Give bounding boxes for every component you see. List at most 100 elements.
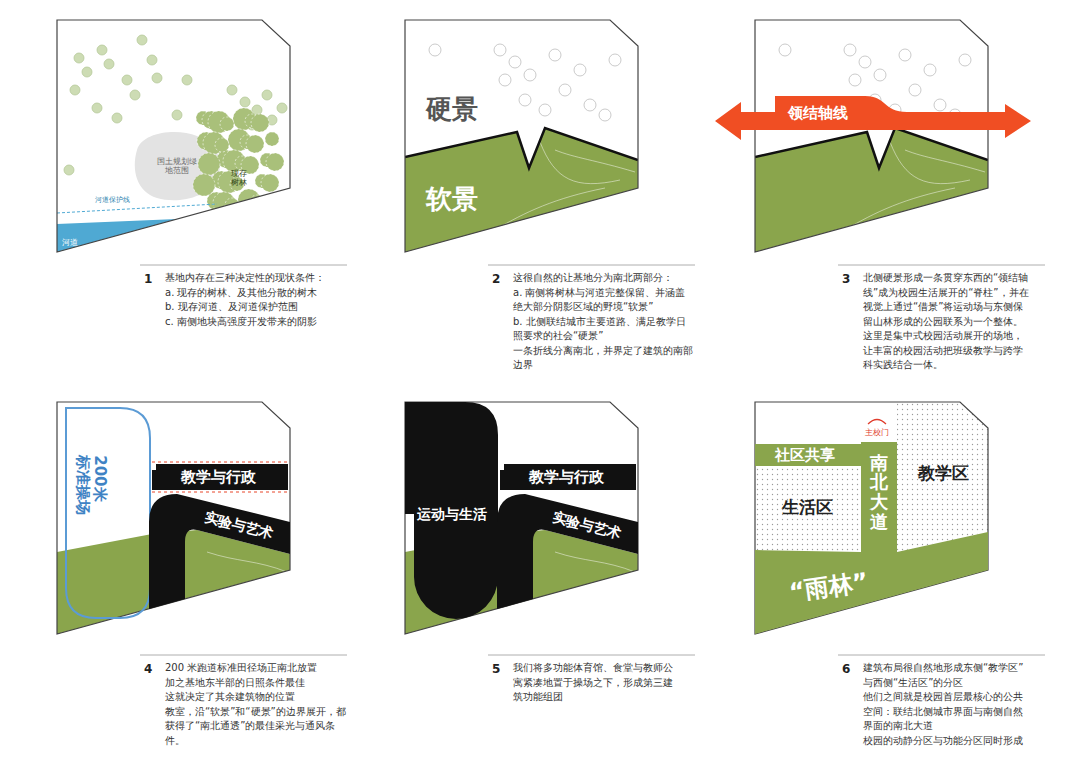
teaching-zone	[897, 402, 988, 552]
tree	[64, 165, 74, 175]
contour-line	[555, 150, 635, 172]
site-outline	[405, 402, 638, 634]
axis-arrow: 领结轴线	[715, 90, 1031, 142]
node-label: 社区共享	[775, 447, 835, 464]
alignment-line	[152, 462, 290, 463]
tree-outline	[609, 54, 621, 66]
caption-text: a. 南侧将树林与河道完整保留、并涵盖绝大部分阴影区域的野境“软景”	[513, 286, 695, 315]
axis-arrow-outline	[715, 96, 1031, 140]
tree-outline	[549, 49, 561, 61]
tree	[137, 35, 147, 45]
contour-line	[905, 150, 985, 172]
caption-text: b. 北侧联结城市主要道路、满足教学日照要求的社会“硬景”	[513, 315, 695, 344]
fold-line	[405, 128, 638, 168]
caption-rule	[488, 655, 695, 656]
tree-outline	[519, 94, 531, 106]
site-panel	[57, 20, 290, 265]
node-label: 运动与生活	[417, 506, 487, 522]
building-block: 教学与行政	[500, 464, 638, 490]
living-zone	[755, 466, 861, 552]
building-block-shape	[147, 492, 290, 610]
forest-tree	[220, 117, 234, 131]
tree-outline	[859, 56, 871, 68]
map-note: 河道	[62, 238, 78, 247]
forest-tree	[193, 174, 215, 196]
tree	[74, 53, 84, 63]
tree	[240, 97, 250, 107]
forest-tree	[266, 153, 284, 171]
site-panel	[755, 20, 988, 265]
tree-outline	[959, 54, 971, 66]
contour-line	[540, 142, 620, 184]
caption-text: 他们之间就是校园首层最核心的公共空间：联结北侧城市界面与南侧自然界面的南北大道	[863, 690, 1031, 734]
caption-text: 一条折线分离南北，并界定了建筑的南部边界	[513, 344, 695, 373]
caption-text: 建筑布局很自然地形成东侧“教学区”	[863, 661, 1031, 676]
tree-outline	[539, 104, 551, 116]
caption-text: 加之基地东半部的日照条件最佳	[165, 676, 349, 691]
contour-line	[890, 142, 970, 184]
caption-text: 校园的动静分区与功能分区同时形成	[863, 734, 1031, 749]
tree	[147, 55, 157, 65]
building-block: 实验与艺术	[495, 492, 638, 610]
tree-outline	[574, 64, 586, 76]
tree	[82, 67, 92, 77]
tree	[92, 103, 102, 113]
tree	[112, 113, 122, 123]
node-label: 教学与行政	[181, 469, 256, 486]
building-block-outline	[500, 464, 636, 490]
step-number: 5	[492, 663, 500, 677]
green-zone: “雨林”	[755, 520, 988, 634]
green-band-outline	[755, 444, 863, 466]
tree-outline	[494, 44, 506, 56]
tree-outline	[509, 56, 521, 68]
tree-outline	[899, 49, 911, 61]
tree-outline	[499, 74, 511, 86]
caption-block: 我们将多功能体育馆、食堂与教师公寓紧凑地置于操场之下，形成第三建筑功能组团	[513, 661, 679, 705]
river-protection-line	[57, 204, 217, 213]
caption-rule	[488, 265, 695, 266]
zone-label: 生活区	[782, 498, 833, 518]
zone-label: 教学区	[918, 464, 969, 484]
site-ground	[57, 20, 290, 252]
caption-rule	[838, 265, 1045, 266]
map-note: 现存树林	[231, 169, 248, 187]
site-panel	[405, 20, 638, 265]
caption-rule	[140, 265, 347, 266]
forest-tree	[265, 132, 279, 146]
caption-text: 200 米跑道标准田径场正南北放置	[165, 661, 349, 676]
caption-block: 200 米跑道标准田径场正南北放置加之基地东半部的日照条件最佳这就决定了其余建筑…	[165, 661, 349, 748]
gate-symbol	[868, 420, 886, 425]
caption-text: 与西侧“生活区”的分区	[863, 676, 1031, 691]
node-label: 南北大道	[870, 453, 888, 532]
step-number: 4	[144, 663, 152, 677]
contour-line	[495, 188, 605, 230]
caption-block: 北侧硬景形成一条贯穿东西的“领结轴线”成为校园生活展开的“脊柱”，并在视觉上通过…	[863, 271, 1031, 373]
site-plan	[755, 402, 988, 552]
green-zone-shape	[755, 520, 988, 634]
tree-outline	[559, 84, 571, 96]
caption-rule	[140, 655, 347, 656]
soft-landscape	[405, 128, 638, 265]
forest-tree	[238, 189, 260, 211]
node-label: 教学与行政	[529, 469, 604, 486]
forest-tree	[198, 153, 220, 175]
building-block: 运动与生活	[405, 402, 500, 622]
caption-text: 我们将多功能体育馆、食堂与教师公寓紧凑地置于操场之下，形成第三建筑功能组团	[513, 661, 679, 705]
tree-outline	[874, 69, 886, 81]
forest-tree	[251, 114, 269, 132]
building-block: 实验与艺术	[147, 492, 290, 610]
green-zone-outline	[755, 532, 988, 634]
caption-block: 基地内存在三种决定性的现状条件：a. 现存的树林、及其他分散的树木b. 现存河道…	[165, 271, 349, 329]
step-number: 1	[144, 273, 152, 287]
zone-label: 硬景	[426, 95, 478, 125]
green-band: 南北大道	[861, 442, 897, 552]
caption-text: 教室，沿“软景”和“硬景”的边界展开，都获得了“南北通透”的最佳采光与通风条件。	[165, 705, 349, 749]
alignment-line	[152, 492, 290, 493]
tree	[182, 75, 192, 85]
building-block-outline	[497, 494, 638, 609]
forest-tree	[256, 195, 274, 213]
tree-outline	[849, 74, 861, 86]
caption-text: b. 现存河道、及河道保护范围	[165, 300, 349, 315]
node-label: 200米 标准操场	[74, 455, 109, 519]
